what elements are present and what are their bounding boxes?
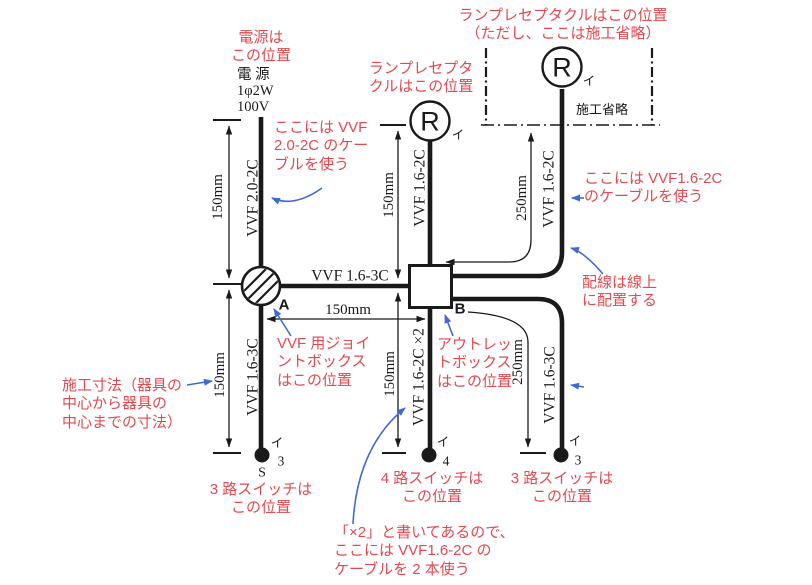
arrow-cable163-right (570, 382, 585, 390)
dimension-lines (225, 125, 535, 448)
dim-label-left-top: 150mm (209, 174, 226, 220)
arrow-joint-box (273, 308, 292, 337)
note-outlet-box: アウトレッ トボックス はこの位置 (437, 336, 513, 390)
lamp2-mark: イ (582, 74, 596, 89)
switch3-right-mark: イ (568, 434, 582, 449)
note-wiring-on-line: 配線は線上 に配置する (582, 274, 658, 310)
dim-label-lamp2: 250mm (513, 175, 530, 221)
lamp1-letter: R (420, 106, 440, 137)
lamp1-symbol (409, 100, 451, 142)
note-switch3-left: 3 路スイッチは この位置 (209, 481, 313, 517)
note-x2: 「×2」と書いてあるので、 ここには VVF1.6-2C の ケーブルを 2 本… (334, 524, 515, 578)
lamp2-letter: R (552, 52, 572, 83)
cable-label-switch3: VVF 1.6-3C (541, 346, 559, 424)
cable-label-joint-outlet: VVF 1.6-3C (311, 267, 389, 285)
dim-lamp2-250 (445, 132, 535, 266)
dim-switch3-250 (467, 311, 532, 448)
dim-label-center: 150mm (325, 301, 371, 318)
omission-label: 施工省略 (576, 102, 629, 117)
dimension-ticks (213, 119, 546, 454)
note-cable-16-2c-right: ここには VVF1.6-2C のケーブルを使う (584, 170, 723, 206)
switch3-right-num: 3 (574, 452, 582, 468)
switch3-right-symbol (553, 447, 569, 463)
annotation-arrows (186, 187, 604, 525)
cable-label-lamp2: VVF 1.6-2C (540, 150, 558, 228)
power-source-label: 電 源 1φ2W 100V (237, 67, 274, 116)
cable-outlet-to-switch3-right (453, 296, 565, 449)
cable-outlet-to-lamp2 (453, 89, 565, 279)
cable-label-power: VVF 2.0-2C (244, 159, 262, 237)
dim-label-switch3: 250mm (509, 339, 526, 385)
arrow-dimension-note (186, 378, 213, 386)
switch3-left-symbol (254, 447, 270, 463)
device-symbols (240, 46, 583, 463)
note-cable-20-2c: ここには VVF 2.0-2C のケー ブルを使う (274, 119, 369, 173)
switch4-symbol (421, 447, 437, 463)
cable-label-joint-switch: VVF 1.6-3C (244, 338, 262, 416)
cable-label-lamp1: VVF 1.6-2C (411, 149, 429, 227)
arrow-cable20 (271, 187, 323, 205)
switch4-mark: イ (436, 435, 450, 450)
dim-label-switch4: 150mm (381, 351, 398, 397)
switch4-num: 4 (442, 453, 450, 469)
switch3-left-num: 3 (277, 453, 285, 469)
dim-label-lamp1: 150mm (380, 172, 397, 218)
outlet-box-letter: B (454, 300, 466, 318)
note-lamp-mid-location: ランプレセプタ クルはこの位置 (368, 60, 474, 96)
outlet-box-symbol (408, 264, 453, 309)
lamp2-symbol (541, 46, 583, 88)
note-switch3-right: 3 路スイッチは この位置 (510, 470, 614, 506)
note-joint-box: VVF 用ジョイ ントボックス はこの位置 (277, 335, 371, 389)
cable-runs (258, 89, 565, 449)
note-power-location: 電源は この位置 (230, 29, 292, 65)
note-dimension: 施工寸法（器具の 中心から器具の 中心までの寸法） (62, 377, 183, 431)
switch3-left-mark: イ (270, 436, 284, 451)
note-lamp-top-location: ランプレセプタクルはこの位置 （ただし、ここは施工省略） (458, 7, 668, 43)
lamp1-mark: イ (451, 128, 465, 143)
arrow-wiring-on-line (570, 247, 604, 275)
switch3-left-s: S (258, 465, 266, 481)
note-switch4: 4 路スイッチは この位置 (380, 470, 484, 506)
arrow-x2-note (352, 407, 406, 525)
dim-label-left-bottom: 150mm (211, 352, 228, 398)
cable-label-switch4: VVF 1.6-2C ×2 (410, 328, 428, 426)
omission-box (481, 48, 660, 126)
arrow-outlet-box (444, 314, 454, 337)
joint-box-letter: A (278, 296, 290, 314)
